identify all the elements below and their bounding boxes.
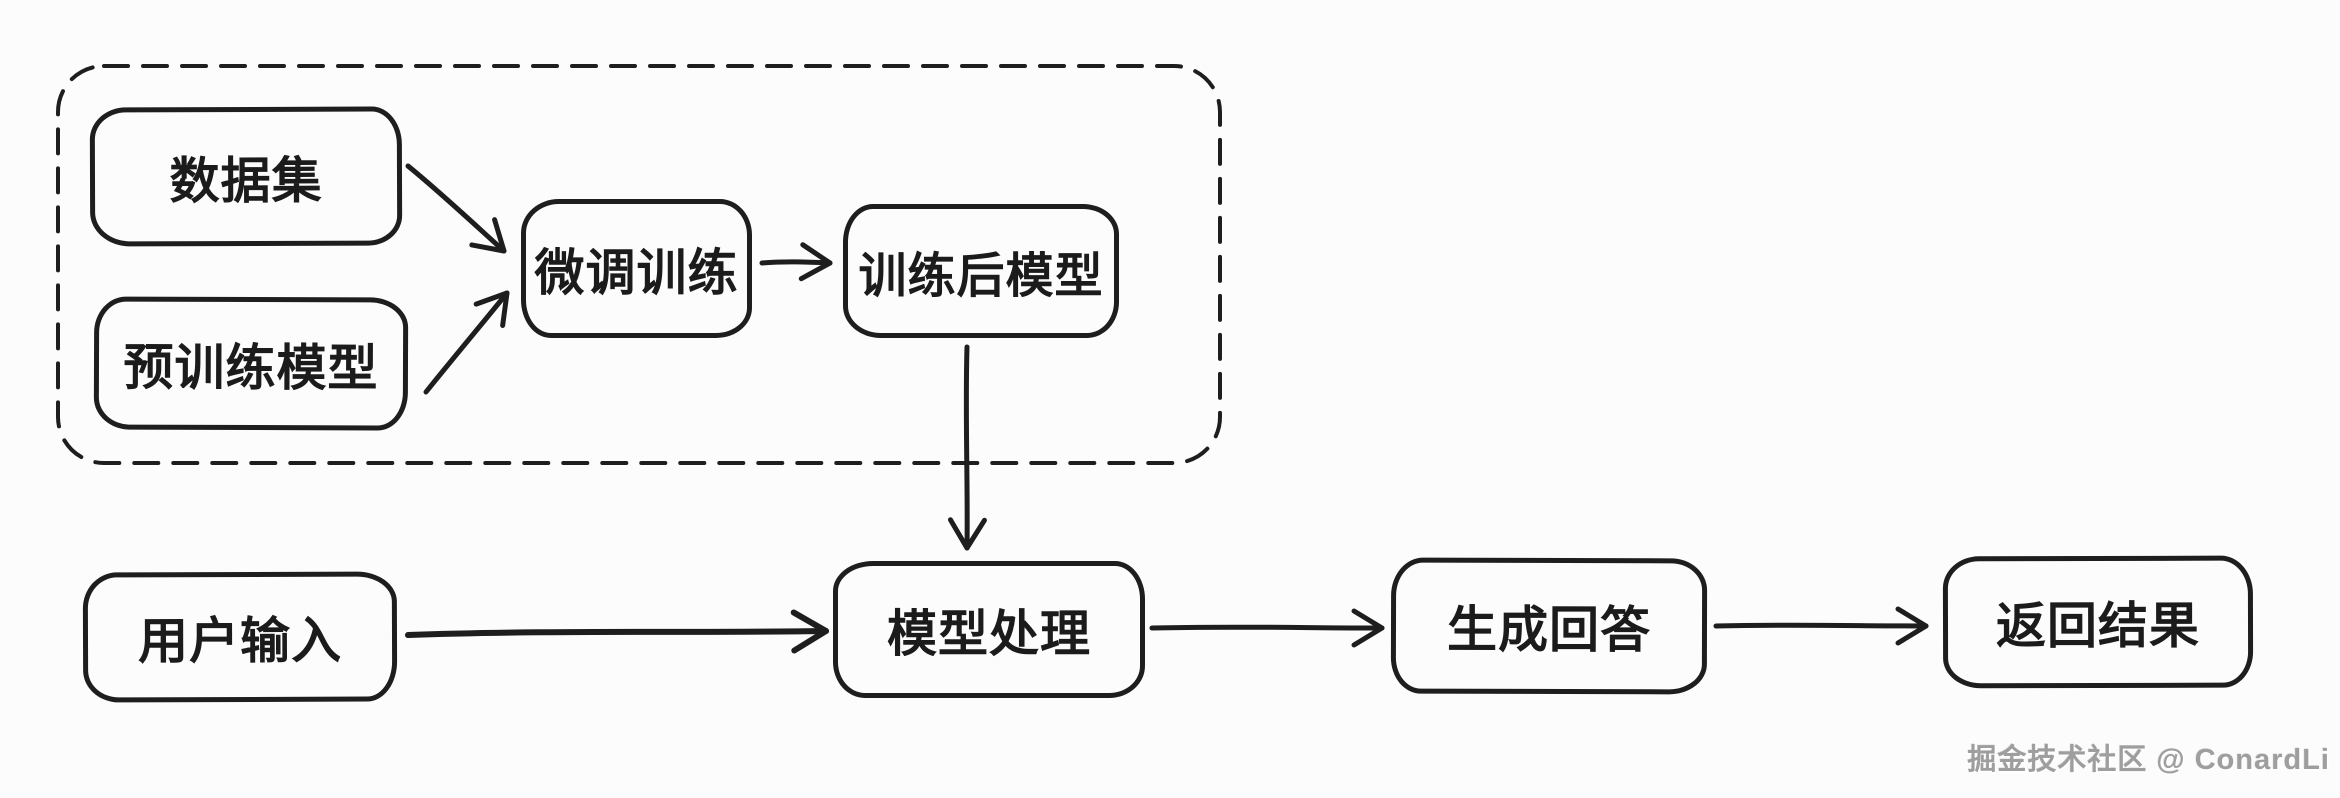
arrow-trained-to-model-processing (947, 344, 987, 551)
arrow-generate-answer-to-return-result (1713, 606, 1929, 646)
node-user-input: 用户输入 (82, 571, 398, 703)
node-generate-answer: 生成回答 (1390, 557, 1708, 695)
node-model-processing-label: 模型处理 (887, 605, 1091, 662)
node-post-training-model: 训练后模型 (843, 204, 1119, 338)
node-dataset-label: 数据集 (169, 152, 323, 209)
node-pretrained-model-label: 预训练模型 (123, 339, 379, 396)
arrow-finetune-to-trained (759, 242, 833, 282)
node-model-processing: 模型处理 (833, 561, 1145, 698)
node-dataset: 数据集 (89, 106, 403, 247)
arrow-dataset-to-finetune (405, 163, 507, 254)
arrow-model-processing-to-generate-answer (1149, 608, 1385, 648)
node-return-result: 返回结果 (1942, 555, 2254, 689)
node-generate-answer-label: 生成回答 (1446, 601, 1652, 659)
node-return-result-label: 返回结果 (1995, 597, 2201, 655)
node-finetune-training: 微调训练 (521, 199, 752, 338)
node-user-input-label: 用户输入 (137, 612, 343, 670)
arrow-pretrained-to-finetune (423, 290, 510, 395)
node-finetune-training-label: 微调训练 (534, 244, 739, 301)
training-group-outline (56, 64, 1222, 465)
watermark: 掘金技术社区 @ ConardLi (1967, 744, 2330, 776)
node-pretrained-model: 预训练模型 (93, 296, 409, 431)
arrow-user-input-to-model-processing (405, 609, 829, 654)
node-post-training-model-label: 训练后模型 (858, 250, 1104, 303)
